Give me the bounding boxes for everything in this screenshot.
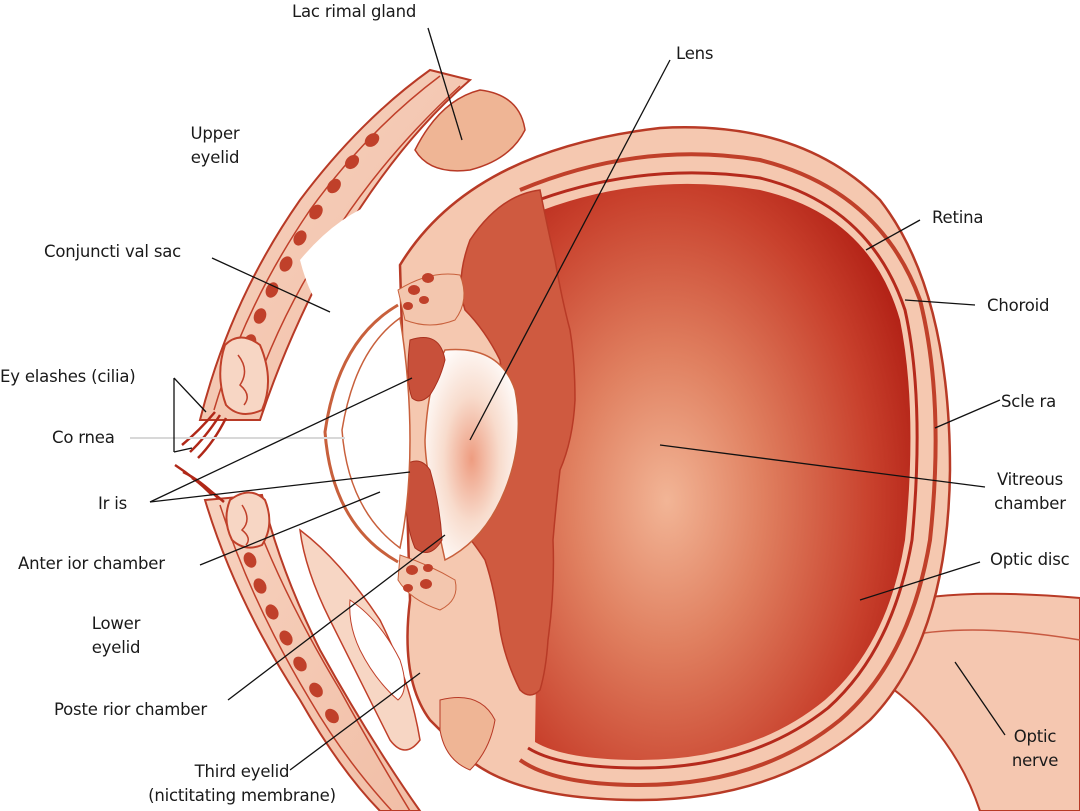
- label-eyelashes: Ey elashes (cilia): [0, 367, 136, 386]
- label-conjunctival-sac: Conjuncti val sac: [44, 242, 182, 261]
- label-optic-disc: Optic disc: [990, 550, 1070, 569]
- label-posterior-chamber: Poste rior chamber: [54, 700, 207, 719]
- label-third-eyelid-line1: Third eyelid: [194, 762, 290, 781]
- label-lacrimal-gland: Lac rimal gland: [292, 2, 417, 21]
- eyelashes-shape: [174, 411, 228, 503]
- label-vitreous-chamber-line2: chamber: [994, 494, 1066, 513]
- label-lens: Lens: [676, 44, 714, 63]
- label-third-eyelid-line2: (nictitating membrane): [148, 786, 336, 805]
- label-vitreous-chamber-line1: Vitreous: [996, 470, 1064, 489]
- label-upper-eyelid-line1: Upper: [190, 124, 240, 143]
- label-lower-eyelid-line2: eyelid: [91, 638, 141, 657]
- label-iris: Ir is: [98, 494, 128, 513]
- label-lower-eyelid: Lower eyelid: [80, 612, 152, 660]
- label-optic-nerve-line1: Optic: [1013, 727, 1057, 746]
- label-vitreous-chamber: Vitreous chamber: [986, 468, 1074, 516]
- label-optic-nerve: Optic nerve: [1000, 725, 1070, 773]
- label-third-eyelid: Third eyelid (nictitating membrane): [132, 760, 352, 808]
- lacrimal-gland-shape: [414, 89, 526, 172]
- label-cornea: Co rnea: [52, 428, 115, 447]
- label-sclera: Scle ra: [1001, 392, 1057, 411]
- label-upper-eyelid: Upper eyelid: [180, 122, 250, 170]
- vitreous-chamber-shape: [530, 183, 911, 760]
- lower-eyelid-shape: [203, 491, 422, 811]
- label-retina: Retina: [932, 208, 984, 227]
- leader-lines: [149, 27, 1006, 771]
- label-optic-nerve-line2: nerve: [1011, 751, 1059, 770]
- label-choroid: Choroid: [987, 296, 1050, 315]
- label-lower-eyelid-line1: Lower: [91, 614, 141, 633]
- label-upper-eyelid-line2: eyelid: [190, 148, 240, 167]
- lens-shape: [424, 348, 520, 562]
- label-anterior-chamber: Anter ior chamber: [18, 554, 165, 573]
